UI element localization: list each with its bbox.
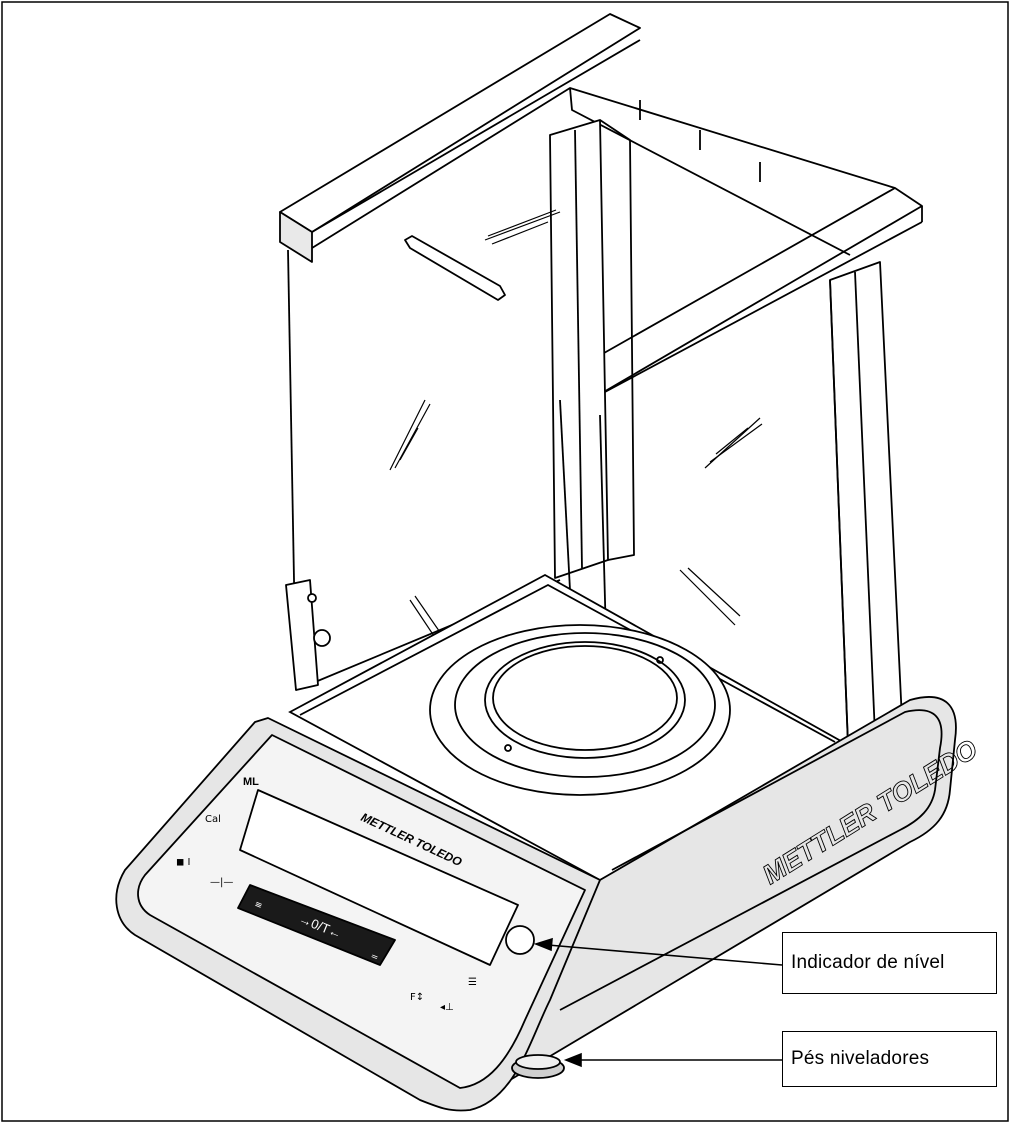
svg-text:◂⊥: ◂⊥ <box>440 1002 454 1013</box>
svg-text:Cal: Cal <box>205 814 221 825</box>
level-arrowhead <box>533 937 553 952</box>
callout-level-indicator: Indicador de nível <box>782 932 997 994</box>
weighing-pan <box>484 641 686 759</box>
level-indicator-arrow <box>547 944 783 966</box>
svg-text:☰: ☰ <box>468 977 477 988</box>
svg-text:◼ I: ◼ I <box>176 857 190 868</box>
key-glyphs: ◼ I —|— Cal F↕ ◂⊥ ☰ <box>176 814 477 1013</box>
draft-shield <box>279 13 923 869</box>
door-handle-back <box>404 235 506 301</box>
callout-leveling-feet: Pés niveladores <box>782 1031 997 1087</box>
balance-housing <box>115 696 957 1112</box>
svg-text:F↕: F↕ <box>410 992 424 1003</box>
top-rail-back-end <box>279 211 313 263</box>
model-label: ML <box>243 776 259 788</box>
front-column <box>829 261 903 746</box>
callout-level-label: Indicador de nível <box>791 952 945 973</box>
feet-arrowhead <box>563 1052 582 1068</box>
level-indicator <box>505 925 535 955</box>
callout-arrows <box>533 937 783 1068</box>
glass-reflections <box>389 209 763 661</box>
keypad-label-right: = <box>369 952 380 964</box>
callout-feet-label: Pés niveladores <box>791 1048 930 1069</box>
svg-text:—|—: —|— <box>210 877 233 888</box>
weighing-chamber-floor <box>288 573 850 882</box>
keypad-label-left: ≡ <box>253 900 264 912</box>
display-window <box>239 789 519 966</box>
keypad-bar <box>237 884 396 966</box>
door-handle-left <box>285 579 319 691</box>
